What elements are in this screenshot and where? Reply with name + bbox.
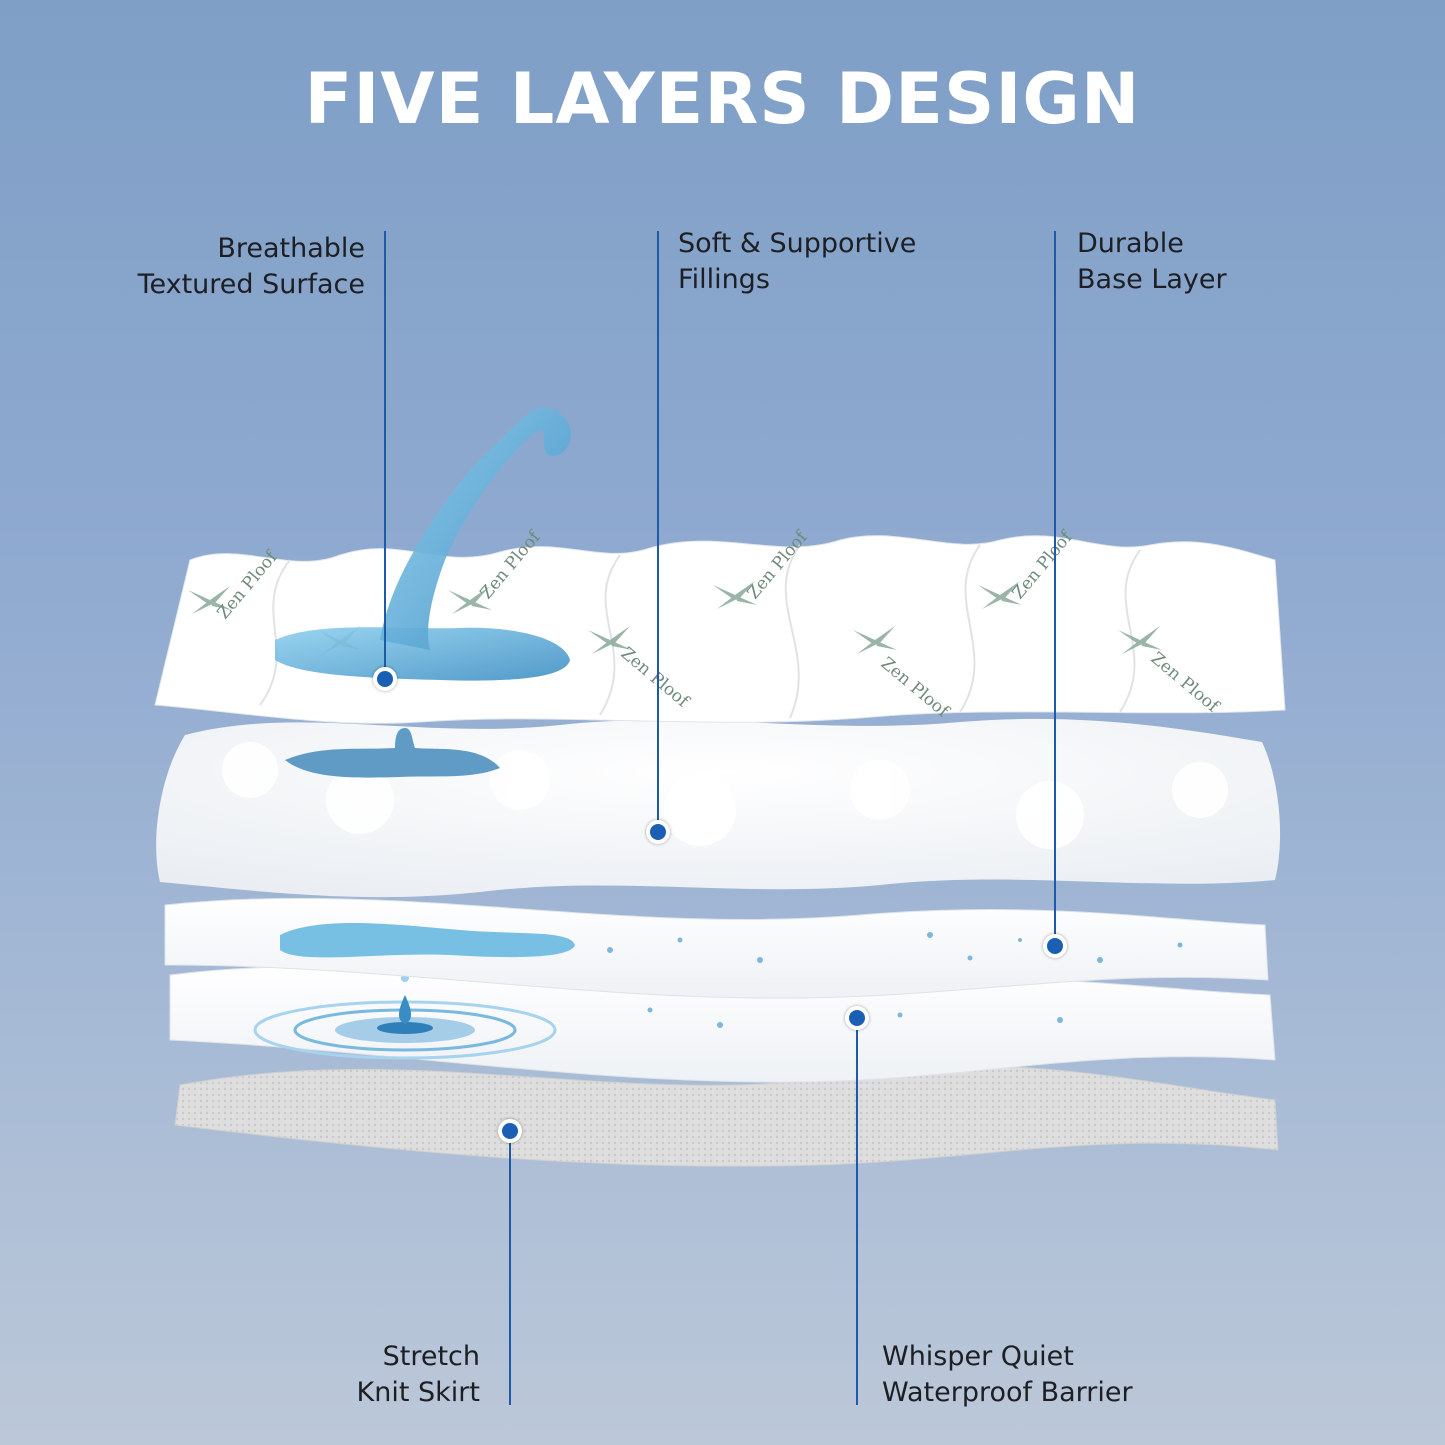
label-line: Soft & Supportive: [678, 228, 917, 259]
marker-dot-barrier: [845, 1006, 869, 1030]
label-breathable: Breathable Textured Surface: [60, 231, 365, 303]
leader-line-skirt: [509, 1131, 511, 1405]
label-line: Stretch: [382, 1341, 480, 1372]
label-line: Breathable: [217, 233, 365, 264]
durable-base-layer: [164, 897, 1269, 999]
leader-line-barrier: [856, 1018, 858, 1405]
page-title: FIVE LAYERS DESIGN: [304, 58, 1141, 140]
marker-dot-base: [1043, 934, 1067, 958]
label-fillings: Soft & Supportive Fillings: [678, 226, 916, 298]
label-base: Durable Base Layer: [1077, 226, 1227, 298]
marker-dot-breathable: [373, 667, 397, 691]
label-line: Base Layer: [1077, 264, 1227, 295]
label-line: Textured Surface: [137, 269, 365, 300]
label-line: Whisper Quiet: [882, 1341, 1074, 1372]
leader-line-base: [1054, 231, 1056, 946]
marker-dot-skirt: [498, 1119, 522, 1143]
water-droplet-icon: [253, 974, 557, 1060]
leader-line-breathable: [384, 231, 386, 679]
knit-skirt-layer: [174, 1065, 1279, 1167]
label-line: Knit Skirt: [356, 1377, 480, 1408]
water-splash-icon: [275, 407, 571, 778]
label-line: Waterproof Barrier: [882, 1377, 1133, 1408]
marker-dot-fillings: [646, 820, 670, 844]
label-line: Fillings: [678, 264, 770, 295]
leader-line-fillings: [657, 231, 659, 832]
label-line: Durable: [1077, 228, 1184, 259]
label-barrier: Whisper Quiet Waterproof Barrier: [882, 1339, 1133, 1411]
label-skirt: Stretch Knit Skirt: [280, 1339, 480, 1411]
